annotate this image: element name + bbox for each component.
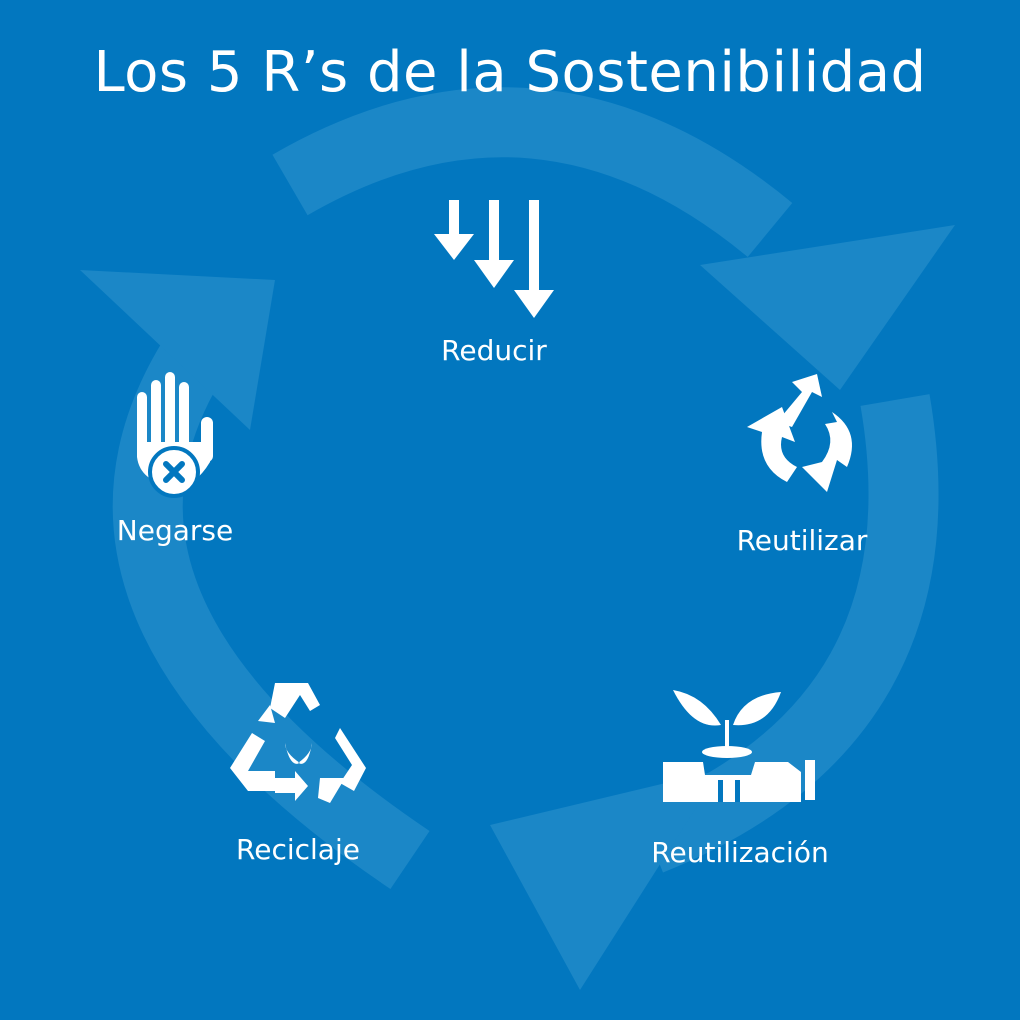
cycle-arrows-icon <box>747 374 852 492</box>
down-arrows-icon <box>434 200 554 318</box>
item-reutilizar: Reutilizar <box>712 372 892 557</box>
hand-refuse-icon <box>137 372 213 498</box>
plant-bottle-icon <box>662 690 815 802</box>
item-label: Reutilizar <box>736 524 868 557</box>
item-negarse: Negarse <box>95 372 255 547</box>
recycle-leaf-icon <box>230 683 366 803</box>
item-label: Reutilización <box>651 836 829 869</box>
arrowhead-left <box>80 270 275 430</box>
item-label: Negarse <box>116 514 234 547</box>
arrowhead-right <box>490 770 720 990</box>
item-reutilizacion: Reutilización <box>625 690 855 869</box>
item-label: Reciclaje <box>236 833 360 866</box>
arrowhead-top <box>700 225 955 390</box>
item-reducir: Reducir <box>414 198 574 367</box>
arrow-top <box>272 87 793 258</box>
page-title: Los 5 R’s de la Sostenibilidad <box>93 40 927 105</box>
arrow-right <box>636 394 939 873</box>
item-label: Reducir <box>441 334 547 367</box>
item-reciclaje: Reciclaje <box>218 683 378 866</box>
